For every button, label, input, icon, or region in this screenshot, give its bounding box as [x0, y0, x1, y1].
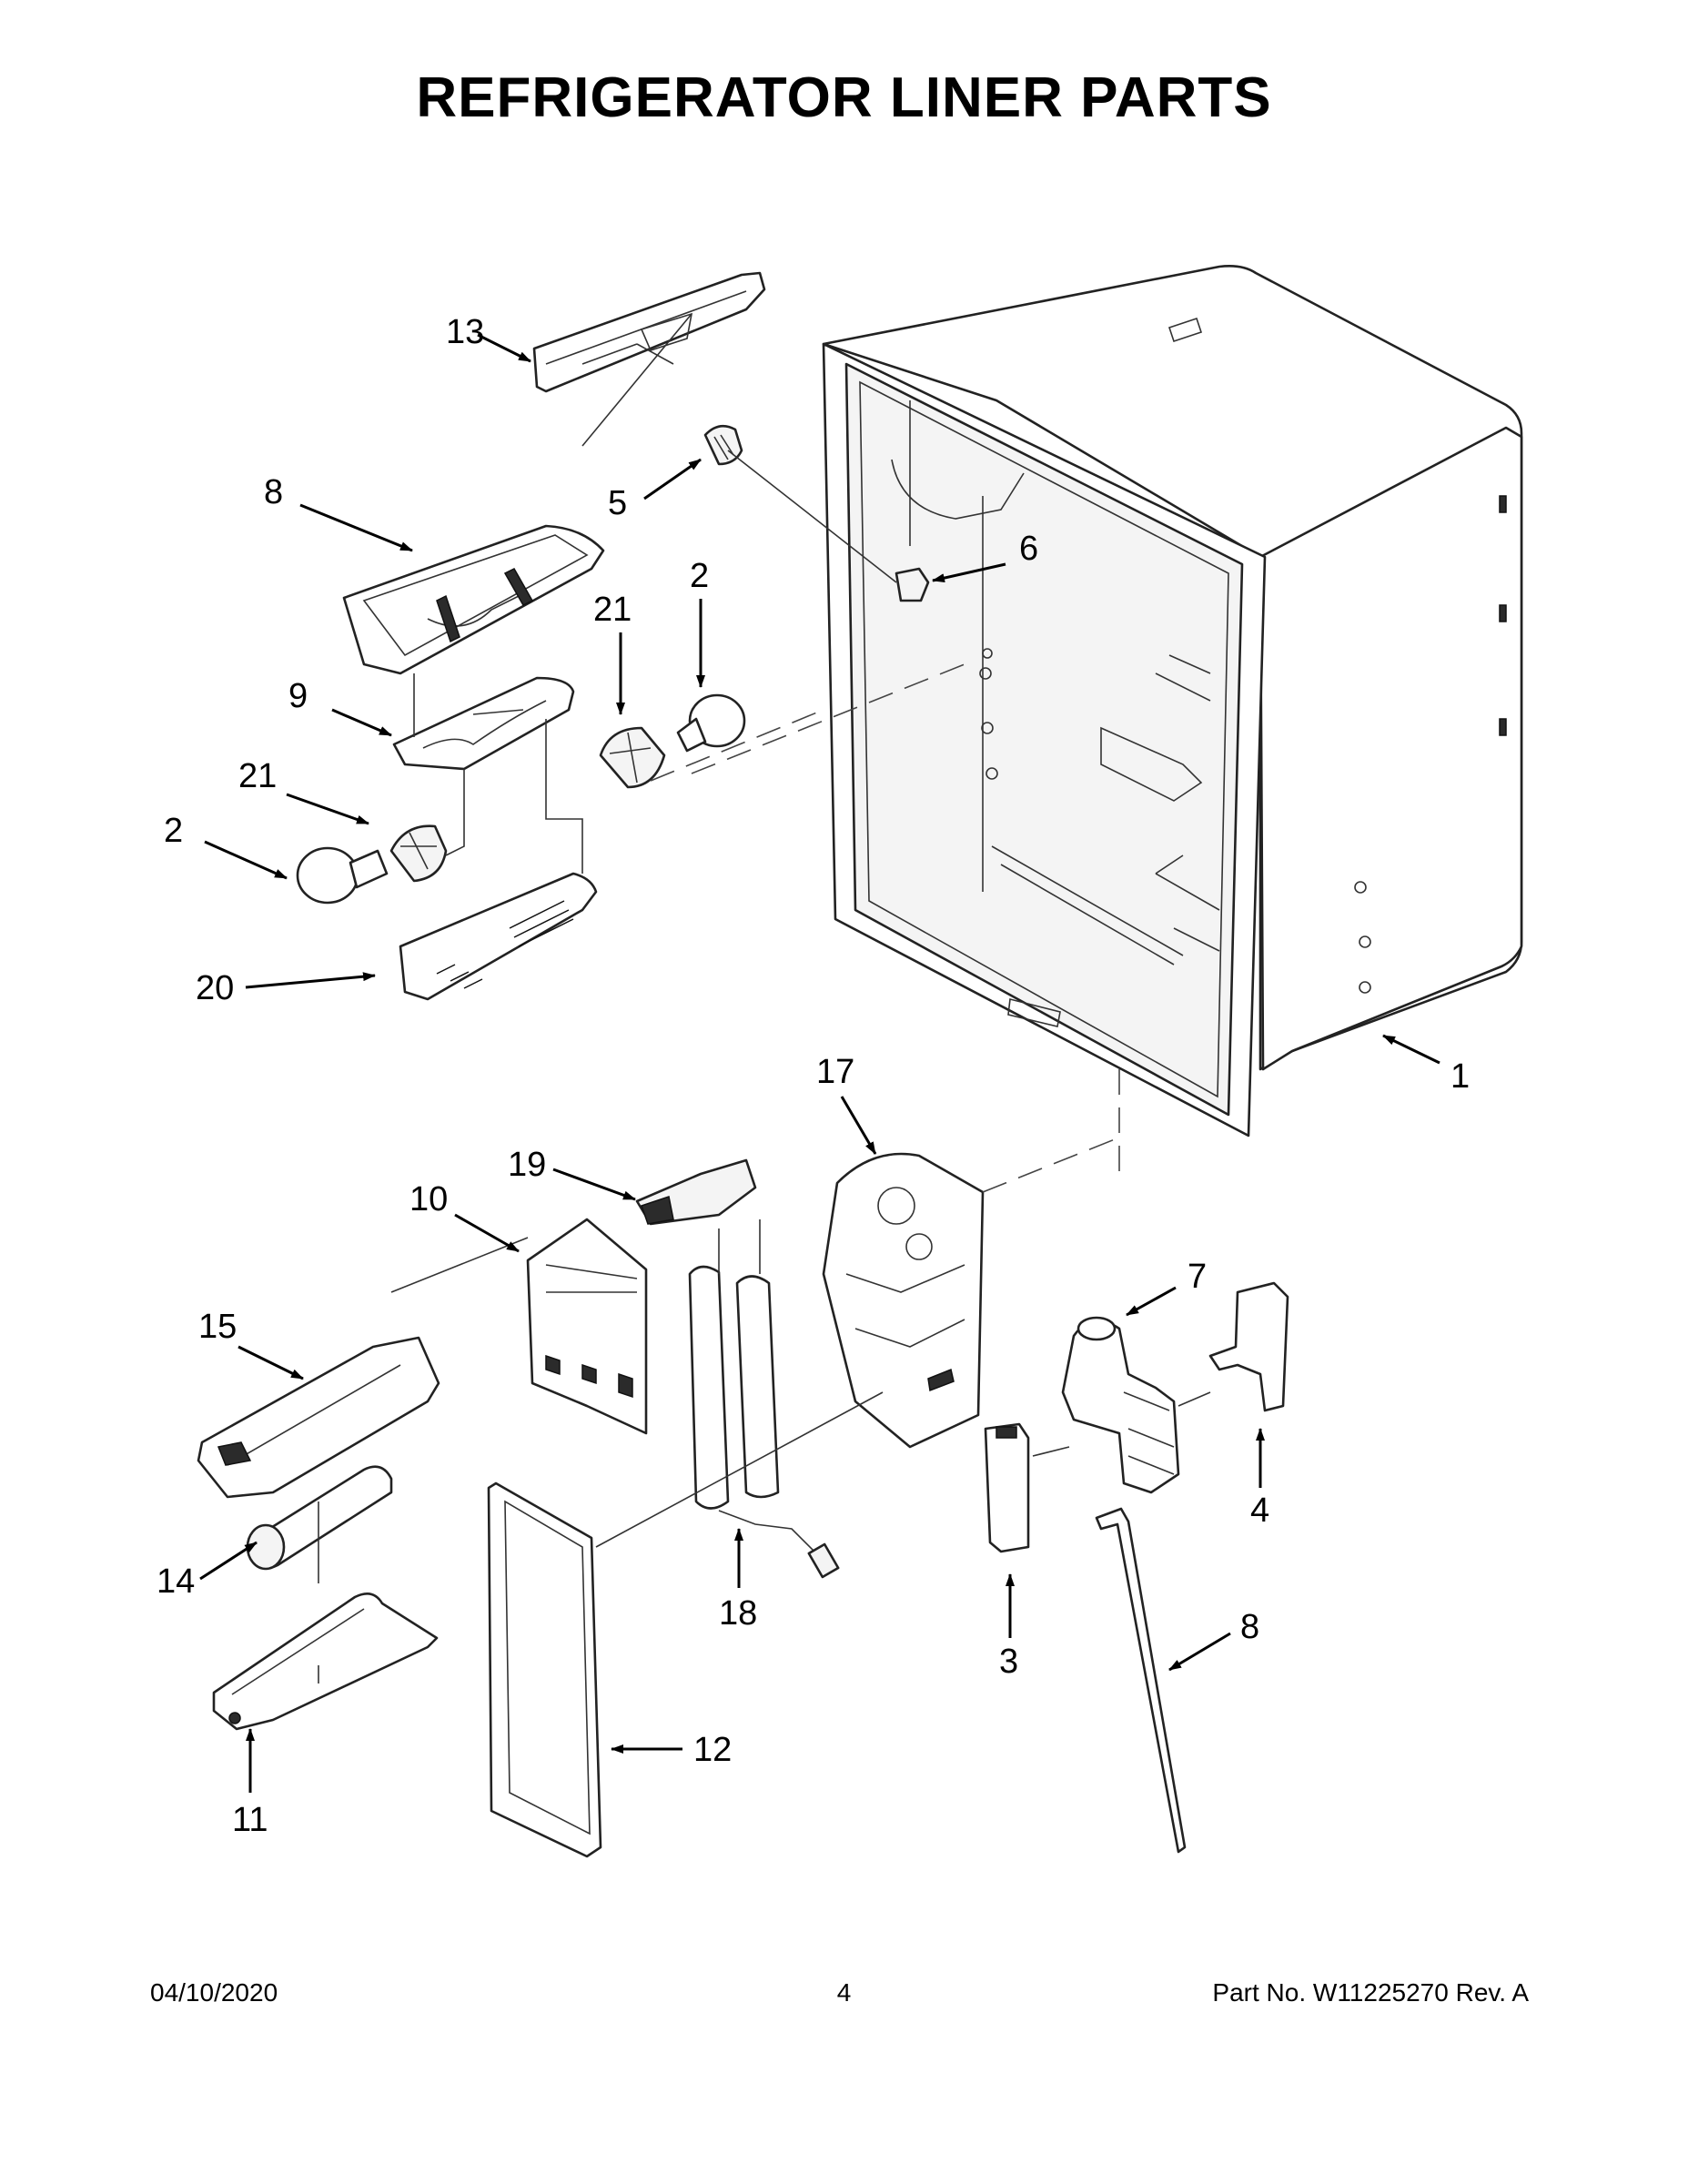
- callout-arrow-16: [477, 333, 531, 363]
- valve-part-7: [1061, 1316, 1180, 1494]
- callout-12: 11: [232, 1801, 268, 1839]
- callout-5: 5: [608, 484, 627, 522]
- callout-arrow-5: [643, 458, 702, 500]
- bracket-part-16: [532, 271, 766, 393]
- page-title: REFRIGERATOR LINER PARTS: [416, 66, 1272, 129]
- callout-arrow-17: [840, 1096, 877, 1155]
- footer-part-number: Part No. W11225270 Rev. A: [1212, 1978, 1529, 2007]
- bracket-part-4: [1208, 1281, 1289, 1412]
- callout-arrow-2-left: [204, 840, 288, 880]
- callout-arrow-8: [1168, 1632, 1231, 1672]
- callout-arrow-1: [1382, 1034, 1440, 1065]
- clip-part-3: [984, 1422, 1030, 1553]
- callout-14: 14: [157, 1562, 195, 1601]
- filter-door-part-12: [212, 1592, 439, 1731]
- callout-arrow-11: [454, 1213, 520, 1253]
- lens-part-10: [392, 676, 575, 771]
- callout-8: 8: [1240, 1608, 1259, 1646]
- callout-arrow-7: [1126, 1286, 1177, 1317]
- callout-9: 8: [264, 473, 283, 511]
- callout-10: 9: [288, 677, 308, 715]
- callout-7: 7: [1188, 1258, 1207, 1296]
- clip-part-6: [895, 567, 930, 602]
- callout-21-left: 21: [238, 757, 277, 795]
- callout-6: 6: [1019, 530, 1038, 568]
- filter-part-14: [246, 1465, 393, 1571]
- cap-part-5: [703, 424, 743, 466]
- callout-11: 10: [409, 1180, 448, 1218]
- callout-arrow-14: [199, 1541, 258, 1581]
- light-housing-part-9: [342, 524, 605, 675]
- thermostat-part-19: [635, 1158, 757, 1226]
- footer-date: 04/10/2020: [150, 1978, 278, 2007]
- callout-19: 19: [508, 1146, 546, 1184]
- callout-arrow-15: [238, 1345, 304, 1380]
- callout-arrow-20: [245, 972, 376, 989]
- socket-part-21-right: [599, 726, 666, 789]
- socket-part-21-left: [389, 824, 448, 883]
- footer-page-number: 4: [836, 1978, 852, 2007]
- callout-arrow-9: [299, 503, 413, 552]
- assembly-lines: [318, 313, 1211, 1684]
- callout-arrow-10: [331, 708, 392, 737]
- bulb-part-2-right: [676, 693, 746, 753]
- tube-part-8: [1095, 1507, 1187, 1854]
- callout-13: 12: [693, 1731, 732, 1769]
- callout-17: 17: [816, 1053, 854, 1091]
- callout-15: 15: [198, 1308, 237, 1346]
- callout-arrow-6: [932, 562, 1006, 583]
- filter-housing-part-15: [197, 1336, 440, 1499]
- callout-3: 3: [999, 1643, 1018, 1681]
- callouts: 13 5 8 6 2 21 9 21 2 20 1 17 19 10 7 15: [157, 313, 1470, 1839]
- callout-21-right: 21: [593, 591, 632, 629]
- callout-20: 20: [196, 969, 234, 1007]
- callout-2-left: 2: [164, 812, 183, 850]
- callout-18: 18: [719, 1594, 757, 1633]
- callout-4: 4: [1250, 1491, 1269, 1530]
- callout-arrow-19: [552, 1168, 636, 1201]
- liner-part-1: [822, 265, 1523, 1138]
- cover-part-11: [526, 1218, 648, 1435]
- callout-2-right: 2: [690, 557, 709, 595]
- light-cover-part-20: [399, 872, 598, 1001]
- housing-part-17: [822, 1152, 985, 1449]
- callout-arrow-21-left: [286, 793, 369, 825]
- callout-16: 13: [446, 313, 484, 351]
- panel-part-13: [487, 1481, 602, 1858]
- heater-part-18: [688, 1219, 840, 1579]
- callout-1: 1: [1450, 1057, 1470, 1096]
- bulb-part-2-left: [296, 846, 389, 905]
